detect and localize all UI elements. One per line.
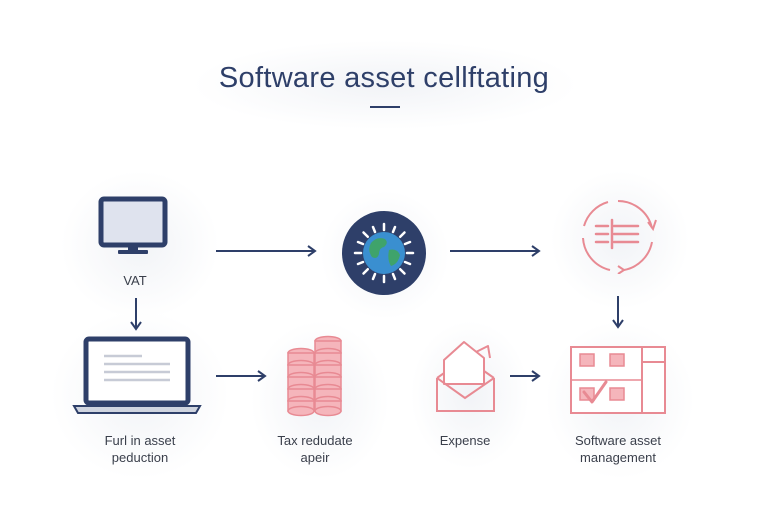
arrow-vat-to-laptop (130, 298, 142, 331)
coins-label: Tax redudate apeir (277, 433, 353, 465)
sam-label: Software asset management (575, 433, 661, 465)
arrow-expense-to-sam (510, 370, 541, 382)
arrow-vat-to-globe (216, 245, 317, 257)
globe-icon (342, 211, 426, 295)
title-glow (190, 40, 580, 130)
document-cycle-icon (582, 200, 657, 274)
arrow-globe-to-report (450, 245, 541, 257)
expense-label: Expense (439, 433, 491, 448)
diagram-title: Software asset cellftating (218, 62, 550, 94)
laptop-label: Furl in asset peduction (104, 433, 176, 465)
laptop-icon (72, 336, 202, 414)
report-glow (550, 170, 690, 310)
vat-label: VAT (123, 273, 147, 288)
envelope-icon (436, 341, 495, 412)
checklist-grid-icon (570, 346, 666, 414)
arrow-report-to-sam (612, 296, 624, 329)
arrow-laptop-to-coins (216, 370, 267, 382)
coin-stack-icon (287, 335, 342, 417)
monitor-icon (98, 196, 168, 254)
title-underline (370, 106, 400, 108)
